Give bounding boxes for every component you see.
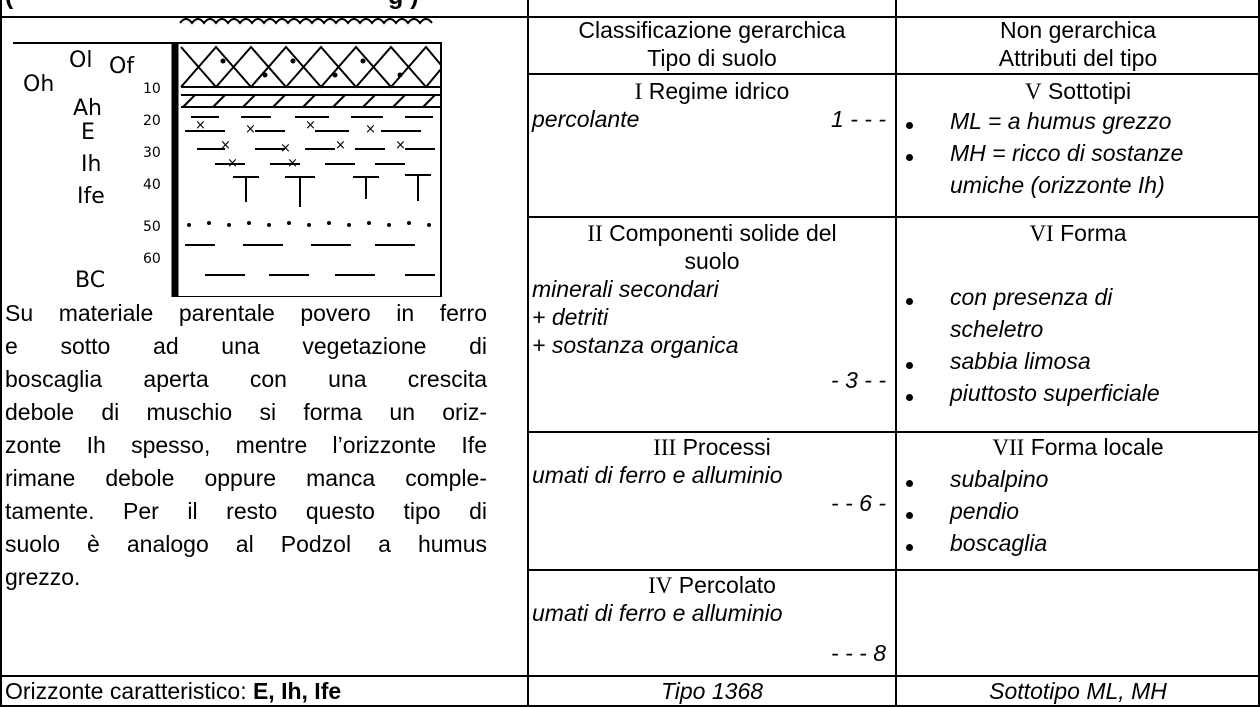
sottotipo-mh-cont: umiche (orizzonte Ih) <box>950 172 1165 198</box>
svg-text:×: × <box>365 122 376 137</box>
percolato-code: - - - 8 <box>831 640 886 666</box>
regime-idrico-value: percolante <box>532 106 640 132</box>
desc-line: zonte Ih spesso, mentre l’orizzonte Ife <box>5 432 487 458</box>
forma-sabbia: sabbia limosa <box>950 348 1091 374</box>
section-sottotipi-title: V Sottotipi <box>1024 78 1132 104</box>
desc-line: suolo è analogo al Podzol a humus <box>5 531 487 557</box>
componenti-value-2: + detriti <box>532 304 609 330</box>
bullet-icon <box>906 154 913 161</box>
desc-line: debole di muschio si forma un oriz- <box>5 399 487 425</box>
horizon-label: E <box>81 120 95 145</box>
characteristic-horizon: Orizzonte caratteristico: E, Ih, Ife <box>5 678 342 704</box>
bullet-icon <box>906 394 913 401</box>
section-processi-title: III Processi <box>653 434 771 460</box>
forma-locale-pendio: pendio <box>950 498 1020 524</box>
svg-text:×: × <box>227 156 238 171</box>
bullet-icon <box>906 480 913 487</box>
sottotipo-ml: ML = a humus grezzo <box>950 108 1172 134</box>
depth-tick: 20 <box>143 113 161 129</box>
desc-line: tamente. Per il resto questo tipo di <box>5 498 487 524</box>
horizon-label: Ol <box>69 48 92 73</box>
depth-tick: 50 <box>143 219 161 235</box>
depth-tick: 10 <box>143 81 161 97</box>
forma-superficiale: piuttosto superficiale <box>950 380 1160 406</box>
svg-text:×: × <box>220 138 231 153</box>
desc-line: e sotto ad una vegetazione di <box>5 333 487 359</box>
bullet-icon <box>906 512 913 519</box>
section-percolato-title: IV Percolato <box>648 572 776 598</box>
section-forma-title: VI Forma <box>1029 220 1127 246</box>
bullet-icon <box>906 122 913 129</box>
bullet-icon <box>906 544 913 551</box>
forma-locale-subalpino: subalpino <box>950 466 1049 492</box>
horizon-label: Ife <box>77 184 105 209</box>
depth-tick: 30 <box>143 145 161 161</box>
svg-text:×: × <box>335 138 346 153</box>
cut-off-title: ( <box>5 0 13 9</box>
section-regime-idrico-title: I Regime idrico <box>634 78 790 104</box>
svg-text:×: × <box>280 141 291 156</box>
col3-header-line2: Attributi del tipo <box>998 45 1158 71</box>
percolato-value: umati di ferro e alluminio <box>532 600 783 626</box>
regime-idrico-code: 1 - - - <box>831 106 886 132</box>
componenti-value-1: minerali secondari <box>532 276 719 302</box>
section-componenti-title: II Componenti solide del <box>587 220 837 246</box>
bullet-icon <box>906 298 913 305</box>
sottotipo-mh: MH = ricco di sostanze <box>950 140 1184 166</box>
desc-line: rimane debole oppure manca comple- <box>5 465 487 491</box>
forma-locale-boscaglia: boscaglia <box>950 530 1048 556</box>
processi-code: - - 6 - <box>831 490 886 516</box>
svg-text:×: × <box>287 156 298 171</box>
svg-text:×: × <box>395 138 406 153</box>
col2-header-line2: Tipo di suolo <box>647 45 777 71</box>
horizon-label: Of <box>109 54 135 79</box>
col2-header-line1: Classificazione gerarchica <box>578 17 846 43</box>
componenti-value-3: + sostanza organica <box>532 332 739 358</box>
forma-scheletro-cont: scheletro <box>950 316 1044 342</box>
forma-scheletro: con presenza di <box>950 284 1113 310</box>
horizon-label: Ih <box>81 152 101 177</box>
svg-text:×: × <box>195 118 206 133</box>
desc-line: boscaglia aperta con una crescita <box>5 366 487 392</box>
horizon-label: Ah <box>73 96 102 121</box>
svg-text:×: × <box>305 118 316 133</box>
soil-subtype-code: Sottotipo ML, MH <box>989 678 1167 704</box>
section-forma-locale-title: VII Forma locale <box>992 434 1164 460</box>
desc-line: Su materiale parentale povero in ferro <box>5 300 487 326</box>
bullet-icon <box>906 362 913 369</box>
soil-type-code: Tipo 1368 <box>660 678 764 704</box>
processi-value: umati di ferro e alluminio <box>532 462 783 488</box>
soil-profile-diagram: ×××× ×××× ×× Ol Of Oh Ah E Ih Ife BC 10 … <box>13 18 442 297</box>
section-componenti-title2: suolo <box>684 248 740 274</box>
depth-tick: 40 <box>143 177 161 193</box>
horizon-label: BC <box>75 268 105 293</box>
svg-text:×: × <box>245 122 256 137</box>
cut-off-title-end: g ) <box>388 0 419 9</box>
horizon-label: Oh <box>23 72 54 97</box>
depth-tick: 60 <box>143 251 161 267</box>
componenti-code: - 3 - - <box>831 367 886 393</box>
desc-line: grezzo. <box>5 564 81 590</box>
col3-header-line1: Non gerarchica <box>1000 17 1156 43</box>
